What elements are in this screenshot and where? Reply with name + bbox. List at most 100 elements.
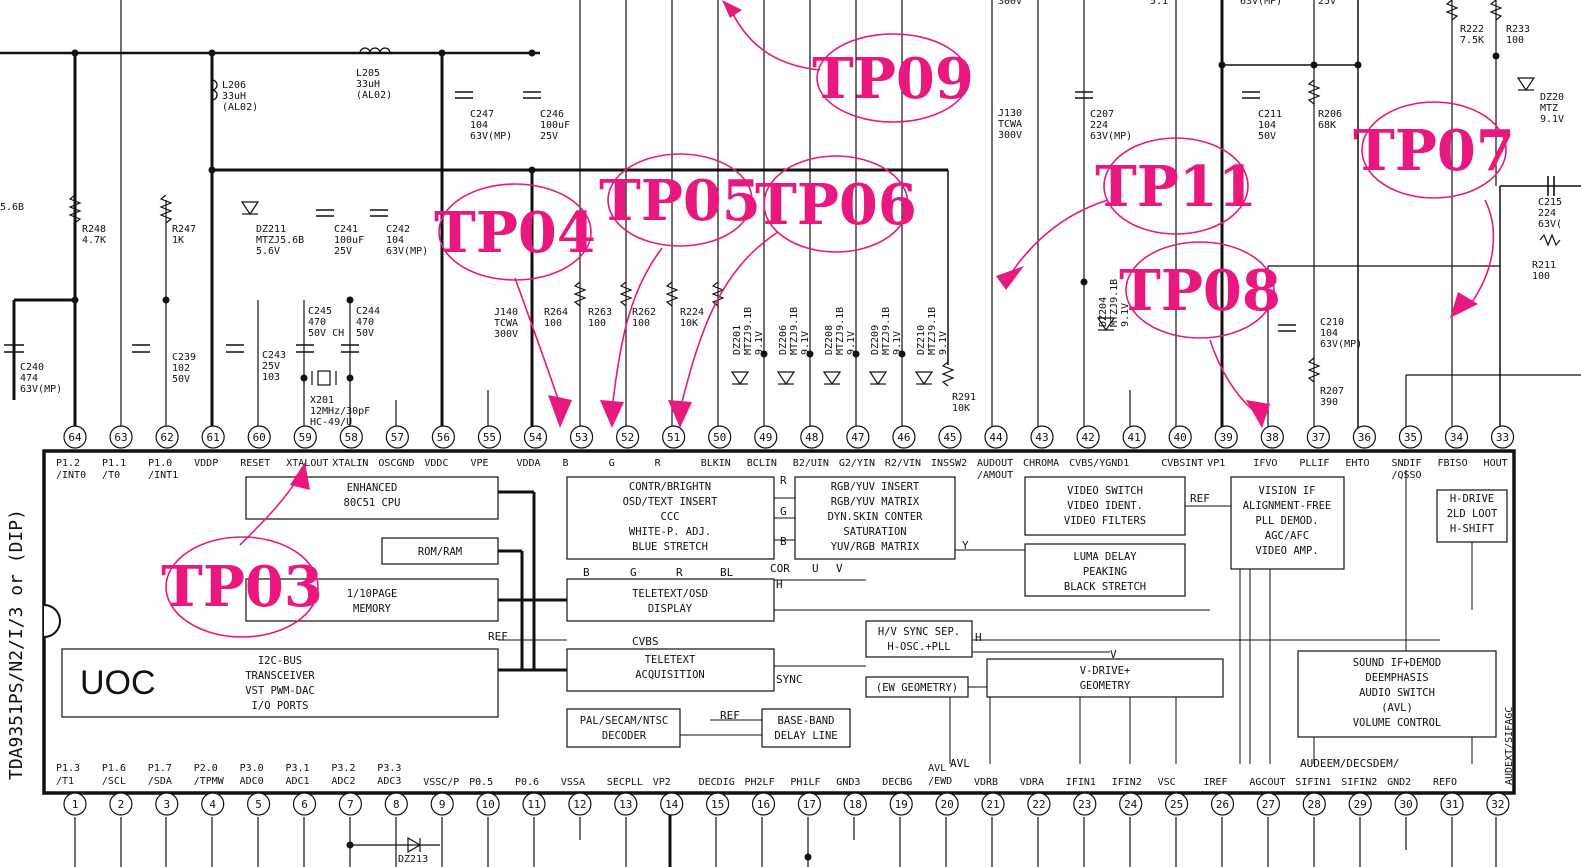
- pin-52-marker: [615, 425, 640, 449]
- pin-25-number: 25: [1170, 798, 1183, 811]
- pin-54-label: VDDA: [517, 458, 541, 469]
- pin-28-marker: [1302, 792, 1326, 816]
- signal-h-1: H: [776, 578, 783, 591]
- signal-g-1: G: [780, 505, 787, 518]
- component-dz213-label: DZ213: [398, 854, 428, 865]
- pin-12-number: 12: [573, 798, 586, 811]
- pin-20-marker: [935, 792, 959, 816]
- pin-59-label: XTALOUT: [286, 458, 328, 469]
- pin-17-marker: [797, 792, 822, 816]
- pin-28-label: SIFIN1: [1295, 777, 1331, 788]
- component-63v-mp--label: 63V(MP): [1240, 0, 1282, 7]
- pin-58-number: 58: [345, 431, 358, 444]
- pin-6-number: 6: [301, 798, 308, 811]
- pin-59-number: 59: [299, 431, 312, 444]
- signal-b-1: B: [780, 535, 787, 548]
- signal-v: V: [836, 562, 843, 575]
- pin-58-marker: [339, 425, 363, 449]
- test-point-tp03: TP03: [161, 554, 323, 620]
- component-300v-label: 300V: [998, 0, 1022, 7]
- pin-23-marker: [1073, 792, 1097, 816]
- pin-17-label: PH1LF: [790, 777, 820, 788]
- pin-11-label: P0.6: [515, 777, 539, 788]
- pin-41-number: 41: [1128, 431, 1141, 444]
- pin-16-marker: [751, 792, 776, 816]
- pin-30-label: GND2: [1387, 777, 1411, 788]
- pin-9-number: 9: [439, 798, 446, 811]
- block-romram-text: ROM/RAM: [418, 546, 462, 558]
- pin-39-marker: [1214, 425, 1238, 449]
- pin-55-number: 55: [483, 431, 496, 444]
- bottom-pin-row: 1P1.3/T12P1.6/SCL3P1.7/SDA4P2.0/TPMW5P3.…: [56, 707, 1515, 816]
- component-dz204-label: DZ204MTZJ9.1B9.1V: [1098, 279, 1131, 327]
- pin-26-marker: [1210, 792, 1235, 816]
- pin-27-marker: [1256, 792, 1281, 816]
- pin-62-marker: [155, 425, 179, 449]
- pin-63-number: 63: [114, 431, 127, 444]
- pin-27-label: AGCOUT: [1249, 777, 1285, 788]
- pin-29-marker: [1348, 792, 1372, 816]
- pin-36-label: EHTO: [1345, 458, 1369, 469]
- pin-57-marker: [385, 425, 409, 449]
- pin-39-number: 39: [1220, 431, 1233, 444]
- pin-54-marker: [523, 425, 548, 449]
- pin-64-label: P1.2/INT0: [56, 458, 86, 481]
- pin-4-label: P2.0/TPMW: [194, 763, 225, 787]
- pin-21-marker: [981, 792, 1005, 816]
- pin-27-number: 27: [1262, 798, 1275, 811]
- pin-31-number: 31: [1445, 798, 1458, 811]
- component-dz201-label: DZ201MTZJ9.1B9.1V: [732, 307, 765, 355]
- pin-60-label: RESET: [240, 458, 270, 469]
- pin-50-label: BLKIN: [701, 458, 731, 469]
- pin-60-marker: [247, 425, 271, 449]
- pin-16-number: 16: [757, 798, 770, 811]
- pin-35-marker: [1398, 425, 1423, 449]
- pin-56-marker: [431, 425, 455, 449]
- test-point-ellipses: [165, 33, 1507, 638]
- signal-r-2: R: [676, 566, 683, 579]
- pin-1-marker: [63, 792, 87, 816]
- test-point-tp11: TP11: [1095, 154, 1257, 220]
- pin-16-label: PH2LF: [745, 777, 775, 788]
- test-point-tp04: TP04: [434, 200, 596, 266]
- pin-36-number: 36: [1358, 431, 1371, 444]
- pin-47-number: 47: [851, 431, 864, 444]
- pin-22-marker: [1027, 792, 1051, 816]
- pin-30-marker: [1394, 792, 1418, 816]
- capacitors: [4, 91, 1555, 353]
- pin-2-number: 2: [118, 798, 125, 811]
- pin-34-label: FBISO: [1438, 458, 1468, 469]
- pin-3-marker: [155, 792, 179, 816]
- pin-5-marker: [247, 792, 271, 816]
- pin-29-label: SIFIN2: [1341, 777, 1377, 788]
- pin-49-marker: [754, 425, 778, 449]
- signal-bl: BL: [720, 566, 734, 579]
- pin-38-number: 38: [1266, 431, 1279, 444]
- pin-44-label: AUDOUT/AMOUT: [977, 458, 1013, 481]
- pin-43-marker: [1030, 425, 1054, 449]
- pin-46-number: 46: [897, 431, 910, 444]
- pin-14-label: VP2: [653, 777, 671, 788]
- pin-53-label: B: [563, 458, 569, 469]
- pin-56-number: 56: [437, 431, 450, 444]
- pin-33-marker: [1490, 425, 1515, 449]
- pin-6-marker: [292, 792, 317, 816]
